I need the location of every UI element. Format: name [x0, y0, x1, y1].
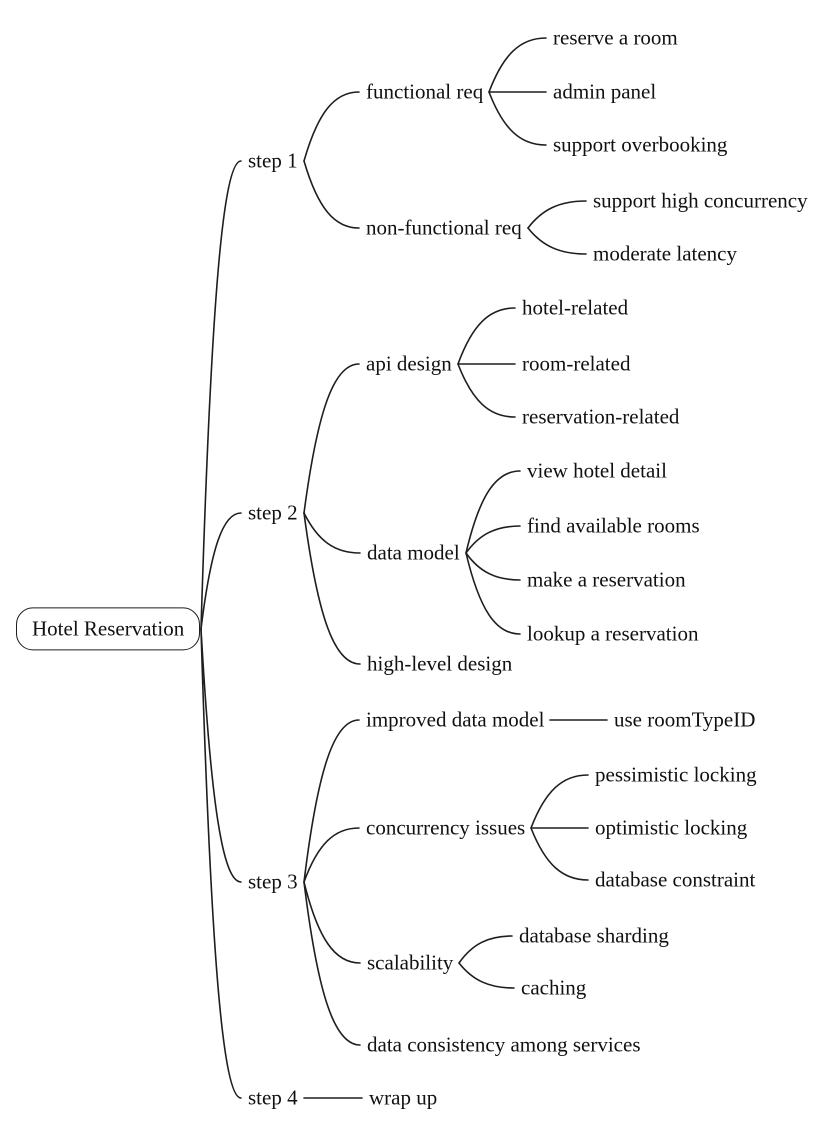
node-use-roomtypeid: use roomTypeID	[614, 707, 756, 732]
link-data-model-to-make-a-reservation	[465, 552, 521, 581]
link-api-design-to-reservation-related	[457, 363, 516, 418]
link-hotel-reservation-to-step-3	[200, 628, 242, 883]
node-reserve-a-room: reserve a room	[553, 25, 678, 50]
link-concurrency-issues-to-database-constraint	[530, 827, 589, 881]
node-optimistic-locking: optimistic locking	[595, 815, 748, 840]
node-data-consistency-among-services: data consistency among services	[367, 1032, 641, 1057]
node-hotel-related: hotel-related	[522, 295, 629, 320]
node-database-sharding: database sharding	[519, 923, 669, 948]
link-data-model-to-view-hotel-detail	[465, 470, 521, 554]
link-api-design-to-hotel-related	[457, 307, 516, 365]
link-functional-req-to-reserve-a-room	[488, 37, 547, 93]
link-functional-req-to-support-overbooking	[488, 91, 547, 146]
link-step-2-to-data-model	[303, 512, 361, 554]
node-functional-req: functional req	[366, 79, 484, 104]
link-step-3-to-scalability	[303, 881, 361, 964]
node-hotel-reservation: Hotel Reservation	[16, 607, 201, 651]
node-room-related: room-related	[522, 351, 631, 376]
node-improved-data-model: improved data model	[366, 707, 545, 732]
link-data-model-to-find-available-rooms	[465, 525, 521, 554]
node-find-available-rooms: find available rooms	[527, 513, 700, 538]
link-step-3-to-data-consistency-among-services	[303, 881, 361, 1046]
node-step-4: step 4	[248, 1085, 298, 1110]
node-pessimistic-locking: pessimistic locking	[595, 762, 757, 787]
link-non-functional-req-to-support-high-concurrency	[527, 200, 587, 229]
node-support-high-concurrency: support high concurrency	[593, 188, 808, 213]
link-hotel-reservation-to-step-2	[200, 512, 242, 630]
node-caching: caching	[521, 975, 587, 1000]
link-scalability-to-database-sharding	[458, 935, 513, 964]
link-hotel-reservation-to-step-1	[200, 160, 242, 630]
node-view-hotel-detail: view hotel detail	[527, 458, 667, 483]
node-make-a-reservation: make a reservation	[527, 567, 686, 592]
link-scalability-to-caching	[458, 962, 515, 989]
link-step-2-to-api-design	[303, 363, 360, 514]
node-high-level-design: high-level design	[367, 651, 513, 676]
node-lookup-a-reservation: lookup a reservation	[527, 621, 699, 646]
node-non-functional-req: non-functional req	[366, 215, 522, 240]
link-step-1-to-non-functional-req	[303, 160, 360, 229]
link-step-1-to-functional-req	[303, 91, 360, 162]
node-wrap-up: wrap up	[369, 1085, 438, 1110]
node-api-design: api design	[366, 351, 452, 376]
link-non-functional-req-to-moderate-latency	[527, 227, 587, 255]
node-concurrency-issues: concurrency issues	[366, 815, 526, 840]
node-admin-panel: admin panel	[553, 79, 657, 104]
link-step-3-to-improved-data-model	[303, 719, 360, 883]
link-hotel-reservation-to-step-4	[200, 628, 242, 1099]
link-concurrency-issues-to-pessimistic-locking	[530, 774, 589, 829]
node-step-3: step 3	[248, 869, 298, 894]
node-step-2: step 2	[248, 500, 298, 525]
node-reservation-related: reservation-related	[522, 404, 680, 429]
node-scalability: scalability	[367, 950, 454, 975]
node-support-overbooking: support overbooking	[553, 132, 728, 157]
link-step-3-to-concurrency-issues	[303, 827, 360, 883]
node-moderate-latency: moderate latency	[593, 241, 738, 266]
link-data-model-to-lookup-a-reservation	[465, 552, 521, 635]
node-step-1: step 1	[248, 148, 298, 173]
node-database-constraint: database constraint	[595, 867, 756, 892]
node-data-model: data model	[367, 540, 460, 565]
link-step-2-to-high-level-design	[303, 512, 361, 665]
